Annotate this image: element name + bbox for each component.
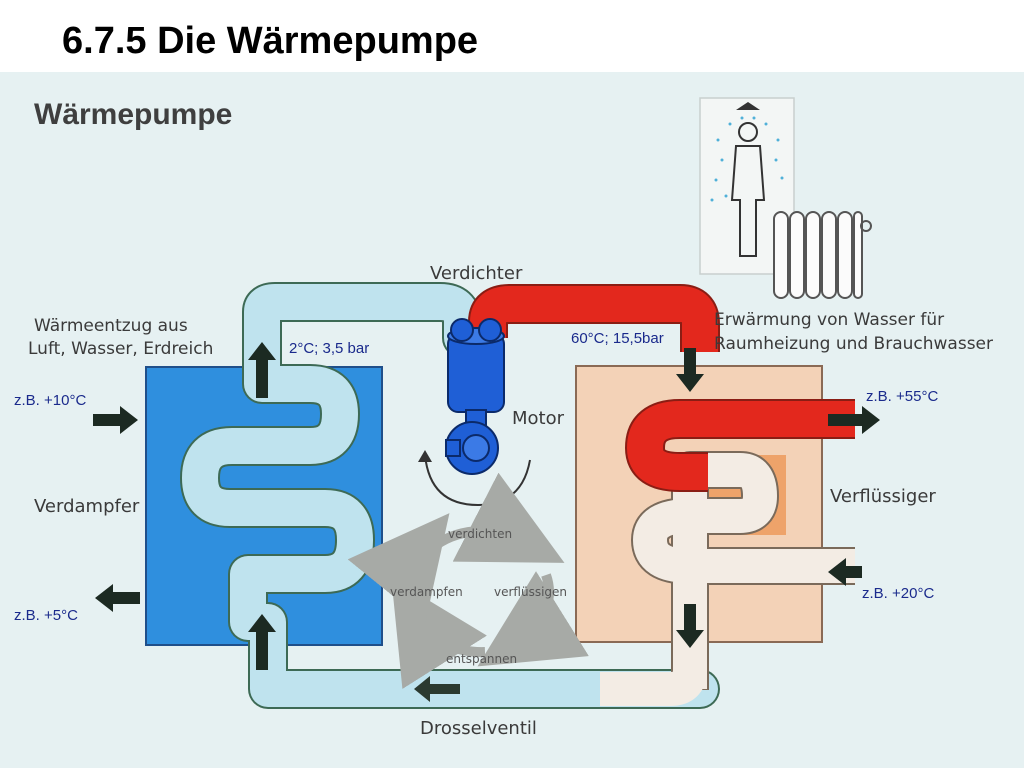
- evaporator-inlet-temp: z.B. +10°C: [14, 392, 86, 409]
- heating-label-line2: Raumheizung und Brauchwasser: [714, 334, 993, 354]
- cycle-step-top: verdichten: [448, 527, 512, 541]
- condenser-outlet-temp: z.B. +55°C: [866, 388, 938, 405]
- flow-arrows: [93, 342, 880, 702]
- evaporator-state-label: 2°C; 3,5 bar: [289, 340, 369, 357]
- heating-label-line1: Erwärmung von Wasser für: [714, 310, 944, 330]
- cycle-step-right: verflüssigen: [494, 585, 567, 599]
- motor-icon: [445, 421, 499, 475]
- evaporator-outlet-temp: z.B. +5°C: [14, 607, 78, 624]
- cycle-step-left: verdampfen: [390, 585, 463, 599]
- process-cycle: [347, 472, 589, 689]
- heat-source-label-line1: Wärmeentzug aus: [34, 316, 188, 336]
- compressor-icon: [447, 318, 505, 431]
- cycle-step-bottom: entspannen: [446, 652, 517, 666]
- condenser-inlet-temp: z.B. +20°C: [862, 585, 934, 602]
- heat-source-label-line2: Luft, Wasser, Erdreich: [28, 339, 213, 359]
- shower-radiator-icon: [699, 97, 872, 299]
- diagram-heading: Wärmepumpe: [34, 98, 232, 131]
- condenser-state-label: 60°C; 15,5bar: [571, 330, 664, 347]
- slide-title: 6.7.5 Die Wärmepumpe: [62, 20, 479, 62]
- compressor-label: Verdichter: [430, 263, 523, 284]
- condenser-label: Verflüssiger: [830, 486, 936, 507]
- throttle-valve-label: Drosselventil: [420, 718, 537, 739]
- motor-label: Motor: [512, 408, 565, 429]
- evaporator-label: Verdampfer: [34, 496, 140, 517]
